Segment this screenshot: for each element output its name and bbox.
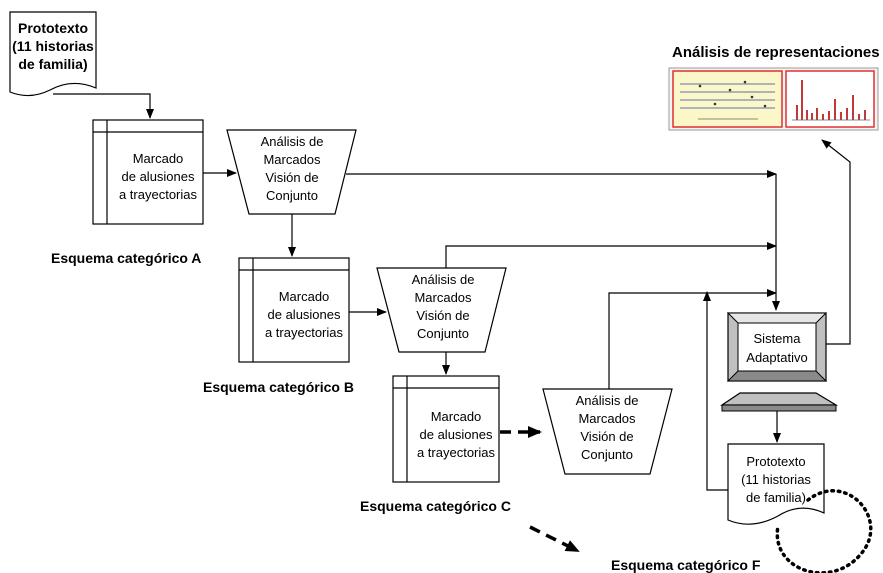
marcado-c-line-2: de alusiones <box>420 427 493 442</box>
marcado-a-line-3: a trayectorias <box>119 187 198 202</box>
feedback-prototext-to-system <box>703 291 728 491</box>
analisis-b-line-3: Visión de <box>416 308 469 323</box>
analisis-a-line-2: Marcados <box>263 152 321 167</box>
analisis-b-line-4: Conjunto <box>417 326 469 341</box>
prototext-top-line-3: de familia) <box>18 56 87 72</box>
analisis-a-line-4: Conjunto <box>266 188 318 203</box>
marcado-a-line-2: de alusiones <box>122 169 195 184</box>
analisis-trapezoid-a: Análisis de Marcados Visión de Conjunto <box>226 129 357 215</box>
system-line-2: Adaptativo <box>746 350 807 365</box>
arrow-system-to-representations <box>821 139 851 345</box>
marcado-a-line-1: Marcado <box>133 151 184 166</box>
analisis-a-line-1: Análisis de <box>261 134 324 149</box>
prototext-document-bottom: Prototexto (11 historias de familia) <box>727 443 825 525</box>
marcado-b-line-2: de alusiones <box>268 307 341 322</box>
marcado-box-b: Marcado de alusiones a trayectorias <box>238 257 350 363</box>
analisis-c-line-4: Conjunto <box>581 447 633 462</box>
representations-panel <box>668 67 879 131</box>
arrow-doc-to-marcado-a <box>53 93 154 119</box>
arrow-analisis-c-to-system-channel <box>608 289 777 389</box>
schema-label-f: Esquema categórico F <box>611 557 761 573</box>
analisis-c-line-1: Análisis de <box>576 393 639 408</box>
prototext-bottom-line-2: (11 historias <box>741 472 811 487</box>
marcado-c-line-1: Marcado <box>431 409 482 424</box>
representations-title: Análisis de representaciones <box>672 44 880 61</box>
prototext-top-line-2: (11 historias <box>12 38 94 54</box>
marcado-b-line-1: Marcado <box>279 289 330 304</box>
system-monitor: Sistema Adaptativo <box>720 312 839 412</box>
analisis-b-line-2: Marcados <box>414 290 472 305</box>
analisis-trapezoid-c: Análisis de Marcados Visión de Conjunto <box>542 388 673 475</box>
prototext-document-top: Prototexto (11 historias de familia) <box>9 11 97 97</box>
prototext-bottom-line-1: Prototexto <box>746 454 805 469</box>
marcado-c-line-3: a trayectorias <box>417 445 496 460</box>
dashed-arrow-to-schema-f <box>529 525 580 553</box>
analisis-a-line-3: Visión de <box>265 170 318 185</box>
prototext-bottom-line-3: de familia) <box>746 490 806 505</box>
schema-label-a: Esquema categórico A <box>51 250 201 266</box>
schema-label-b: Esquema categórico B <box>203 379 354 395</box>
dotted-self-loop <box>775 489 873 573</box>
system-line-1: Sistema <box>754 331 802 346</box>
analisis-c-line-3: Visión de <box>580 429 633 444</box>
arrow-analisis-b-to-system-channel <box>445 242 777 268</box>
schema-label-c: Esquema categórico C <box>360 498 511 514</box>
analisis-c-line-2: Marcados <box>578 411 636 426</box>
marcado-box-c: Marcado de alusiones a trayectorias <box>392 375 500 483</box>
analisis-b-line-1: Análisis de <box>412 272 475 287</box>
analisis-trapezoid-b: Análisis de Marcados Visión de Conjunto <box>376 267 507 353</box>
marcado-b-line-3: a trayectorias <box>265 325 344 340</box>
prototext-top-line-1: Prototexto <box>18 20 88 36</box>
marcado-box-a: Marcado de alusiones a trayectorias <box>92 119 204 225</box>
